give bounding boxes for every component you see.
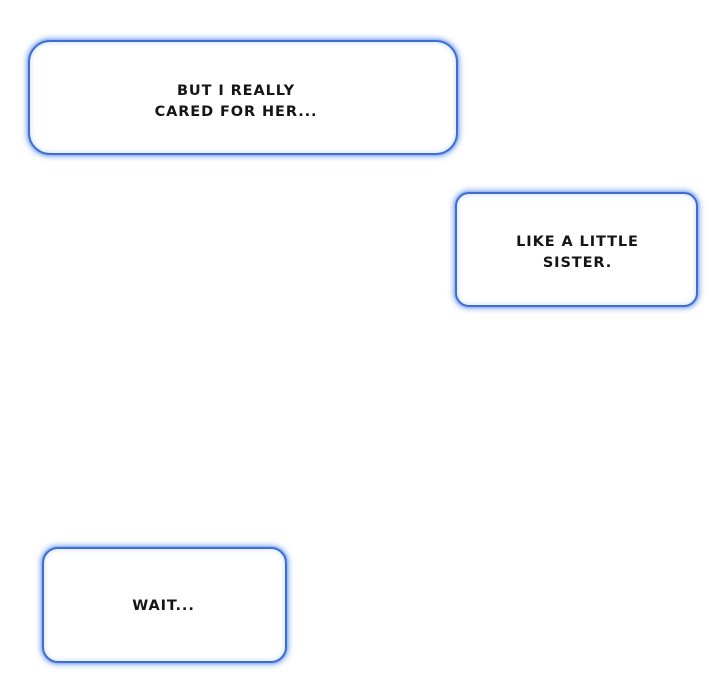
- speech-bubble-3-text: WAIT...: [132, 597, 195, 614]
- speech-bubble-2-text: LIKE A LITTLE SISTER.: [516, 233, 639, 271]
- speech-bubble-2: LIKE A LITTLE SISTER.: [455, 192, 698, 307]
- speech-bubble-3: WAIT...: [42, 547, 287, 663]
- speech-bubble-1-text: BUT I REALLY CARED FOR HER...: [154, 82, 318, 120]
- speech-bubble-1: BUT I REALLY CARED FOR HER...: [28, 40, 458, 155]
